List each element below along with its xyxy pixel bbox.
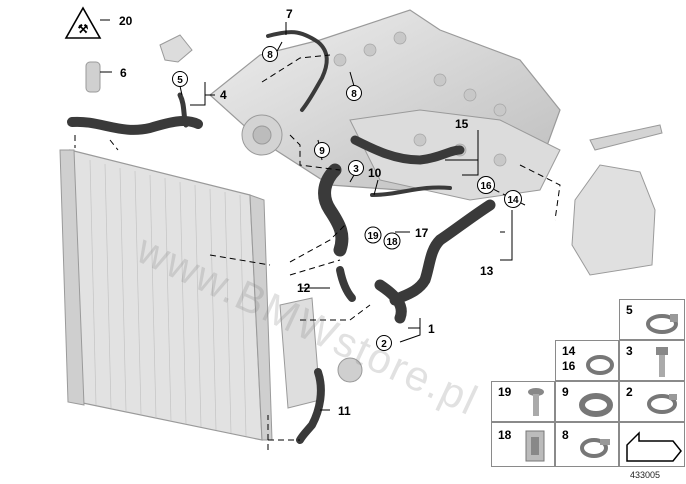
legend-cell-arrow	[619, 422, 685, 467]
callout-18-circle: 18	[383, 232, 401, 250]
legend-cell-2: 2	[619, 381, 685, 422]
legend-cell-14-16: 14 16	[555, 340, 619, 381]
callout-9-circle: 9	[314, 142, 330, 158]
callout-6: 6	[120, 66, 127, 80]
callout-7: 7	[286, 7, 293, 21]
svg-text:3: 3	[353, 164, 359, 175]
direction-arrow-icon	[626, 431, 682, 462]
svg-text:8: 8	[351, 89, 357, 100]
circled-callouts: 5 8 8 9 3 16 14 19 18 2	[172, 46, 522, 351]
expansion-tank	[571, 124, 663, 276]
legend-cell-3: 3	[619, 340, 685, 381]
clamp-ring-icon	[647, 394, 677, 414]
band-clamp-icon	[579, 393, 613, 417]
callout-2-circle: 2	[376, 335, 392, 351]
callout-14-circle: 14	[504, 190, 522, 208]
callout-5-circle: 5	[172, 71, 188, 87]
svg-text:19: 19	[367, 231, 379, 242]
legend-cell-5: 5	[619, 299, 685, 340]
bracket-clip-icon	[525, 430, 545, 462]
coolant-hoses	[67, 30, 496, 444]
top-left-parts: ⚒	[64, 6, 193, 93]
svg-text:8: 8	[267, 50, 273, 61]
callout-19-circle: 19	[364, 226, 382, 244]
callout-11: 11	[338, 404, 351, 418]
callout-16-circle: 16	[477, 176, 495, 194]
svg-text:2: 2	[381, 339, 387, 350]
callout-8b-circle: 8	[346, 85, 362, 101]
legend-cell-8: 8	[555, 422, 619, 467]
callout-1: 1	[428, 322, 435, 336]
bolt-icon	[656, 347, 668, 377]
document-id: 433005	[630, 470, 661, 480]
legend-cell-18: 18	[491, 422, 555, 467]
callout-10: 10	[368, 166, 382, 180]
svg-text:16: 16	[480, 181, 492, 192]
svg-text:⚒: ⚒	[78, 22, 89, 36]
callout-20: 20	[119, 14, 133, 28]
screw-icon	[528, 388, 544, 416]
callout-labels: 20 6 4 7 10 15 13 17 12 1 11	[119, 7, 494, 418]
svg-text:14: 14	[507, 195, 519, 206]
svg-text:18: 18	[386, 237, 398, 248]
callout-15: 15	[455, 117, 469, 131]
callout-17: 17	[415, 226, 429, 240]
callout-3-circle: 3	[348, 160, 364, 176]
callout-13: 13	[480, 264, 494, 278]
hose-clamp-icon	[646, 314, 678, 334]
radiator	[59, 149, 273, 441]
spring-clamp-icon	[586, 355, 614, 375]
svg-text:5: 5	[177, 75, 183, 86]
svg-text:9: 9	[319, 146, 325, 157]
callout-8a-circle: 8	[262, 46, 278, 62]
callout-4: 4	[220, 88, 227, 102]
legend-cell-9: 9	[555, 381, 619, 422]
callout-12: 12	[297, 281, 311, 295]
engine-block	[209, 9, 561, 201]
legend-cell-19: 19	[491, 381, 555, 422]
auxiliary-cooler	[279, 297, 363, 409]
small-clamp-icon	[580, 438, 610, 458]
